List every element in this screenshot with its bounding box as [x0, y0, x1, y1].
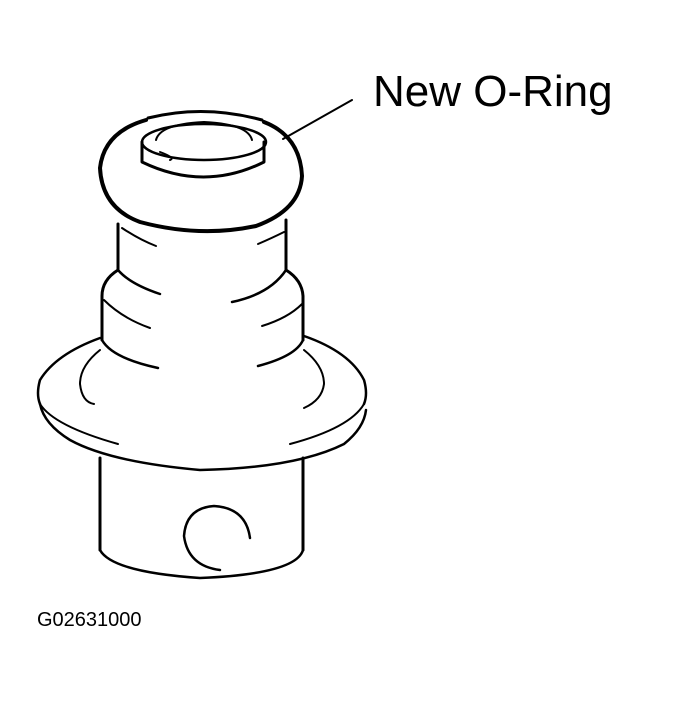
- callout-leader-line: [282, 99, 353, 140]
- middle-cylinder: [100, 268, 305, 370]
- top-cap: [140, 121, 268, 179]
- figure-id: G02631000: [37, 609, 142, 631]
- port-hole: [182, 504, 252, 572]
- o-ring: [98, 109, 304, 234]
- flange: [36, 334, 368, 472]
- callout-label-new-o-ring: New O-Ring: [373, 67, 613, 116]
- lower-cylinder: [98, 456, 305, 580]
- upper-cylinder: [116, 218, 288, 304]
